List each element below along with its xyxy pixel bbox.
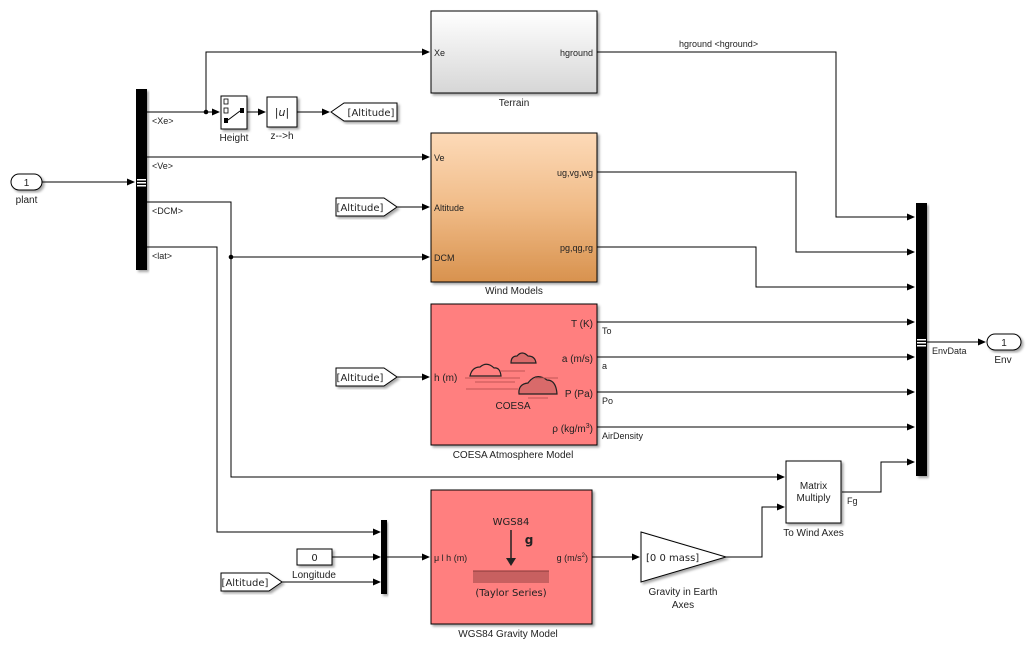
terrain-port-xe: Xe	[434, 48, 445, 58]
coesa-port-a: a (m/s)	[562, 354, 593, 365]
outport-number: 1	[1001, 338, 1007, 349]
matmul-line1: Matrix	[800, 481, 827, 492]
wire-dcm[interactable]	[147, 201, 785, 481]
switch-icon	[223, 98, 244, 123]
signal-labels: <Xe> <Ve> <DCM> <lat> hground <hground> …	[152, 39, 967, 506]
bus-signal-lat: <lat>	[152, 251, 172, 261]
from-tag: [Altitude]	[337, 203, 384, 214]
bus-signal-xe: <Xe>	[152, 116, 174, 126]
coesa-port-t: T (K)	[571, 319, 593, 330]
inport-number: 1	[24, 178, 30, 189]
signal-label-po: Po	[602, 396, 613, 406]
wgs84-port-out: g (m/s2)	[557, 553, 588, 563]
terrain-name: Terrain	[499, 98, 530, 109]
coesa-port-p: P (Pa)	[565, 389, 593, 400]
gain-value: [0 0 mass]	[646, 553, 699, 564]
wires	[42, 48, 986, 586]
arrow-down-icon	[506, 530, 516, 566]
terrain-port-hground: hground	[560, 48, 593, 58]
goto-altitude[interactable]: [Altitude]	[330, 102, 398, 122]
longitude-name: Longitude	[292, 570, 336, 581]
wire-lat-to-mux[interactable]	[147, 246, 381, 536]
bus-signal-ve: <Ve>	[152, 161, 173, 171]
signal-label-airdensity: AirDensity	[602, 431, 644, 441]
coesa-port-rho: ρ (kg/m3)	[552, 423, 593, 435]
from-altitude-coesa[interactable]: [Altitude]	[335, 367, 398, 387]
branch-point	[228, 254, 234, 260]
mux-block[interactable]	[381, 520, 387, 594]
goto-tag: [Altitude]	[348, 108, 395, 119]
coesa-block[interactable]: COESA h (m) T (K) a (m/s) P (Pa) ρ (kg/m…	[430, 303, 598, 461]
inport-name: plant	[16, 195, 38, 206]
inport-plant[interactable]: 1 plant	[10, 173, 43, 206]
wire-ug[interactable]	[597, 171, 915, 256]
wire-fg[interactable]	[842, 458, 915, 493]
gravity-gain-block[interactable]: [0 0 mass] Gravity in Earth Axes	[640, 531, 728, 611]
abs-name: z-->h	[270, 131, 293, 142]
wgs84-port-in: μ l h (m)	[434, 553, 467, 563]
bus-creator[interactable]	[916, 203, 927, 476]
wgs84-block[interactable]: WGS84 g (Taylor Series) μ l h (m) g (m/s…	[430, 489, 593, 640]
signal-label-to: To	[602, 326, 612, 336]
matmul-line2: Multiply	[797, 493, 831, 504]
height-switch-name: Height	[220, 133, 249, 144]
wind-port-ug: ug,vg,wg	[557, 168, 593, 178]
height-switch-block[interactable]: Height	[220, 95, 249, 144]
from-altitude-grav[interactable]: [Altitude]	[220, 572, 283, 592]
from-altitude-wind[interactable]: [Altitude]	[335, 197, 398, 217]
wgs84-bar	[473, 571, 549, 583]
wire-gain-to-matmul[interactable]	[726, 503, 785, 558]
outport-name: Env	[994, 355, 1011, 366]
wgs84-icon-g: g	[525, 533, 534, 547]
wire-pg[interactable]	[597, 246, 915, 291]
matrix-multiply-block[interactable]: Matrix Multiply To Wind Axes	[783, 460, 844, 539]
wgs84-icon-title: WGS84	[493, 517, 530, 528]
signal-label-hground: hground <hground>	[679, 39, 758, 49]
wgs84-name: WGS84 Gravity Model	[458, 629, 557, 640]
signal-label-fg: Fg	[847, 496, 858, 506]
abs-glyph: |u|	[275, 106, 289, 119]
wgs84-icon-subtitle: (Taylor Series)	[475, 588, 546, 599]
signal-label-envdata: EnvData	[932, 346, 967, 356]
bus-signal-dcm: <DCM>	[152, 206, 183, 216]
coesa-icon-label: COESA	[495, 401, 530, 412]
longitude-value: 0	[311, 553, 317, 564]
abs-block[interactable]: |u| z-->h	[266, 96, 298, 142]
bus-selector[interactable]	[136, 89, 147, 270]
branch-point	[203, 109, 209, 115]
wind-port-altitude: Altitude	[434, 203, 464, 213]
coesa-name: COESA Atmosphere Model	[453, 450, 574, 461]
wind-port-dcm: DCM	[434, 253, 455, 263]
gain-name-line1: Gravity in Earth	[649, 587, 718, 598]
wind-port-ve: Ve	[434, 153, 445, 163]
longitude-constant[interactable]: 0 Longitude	[292, 548, 336, 581]
outport-env[interactable]: 1 Env	[986, 333, 1022, 366]
terrain-block[interactable]: Xe hground Terrain	[430, 10, 598, 109]
wire-hground[interactable]	[597, 51, 915, 221]
coesa-port-h: h (m)	[434, 373, 457, 384]
gain-name-line2: Axes	[672, 600, 694, 611]
wind-port-pg: pg,qg,rg	[560, 243, 593, 253]
wind-models-block[interactable]: Ve Altitude DCM ug,vg,wg pg,qg,rg Wind M…	[430, 132, 598, 297]
signal-label-a: a	[602, 361, 607, 371]
clouds-icon	[465, 352, 558, 399]
wind-models-name: Wind Models	[485, 286, 543, 297]
from-tag: [Altitude]	[222, 578, 269, 589]
wire-xe-to-terrain[interactable]	[205, 48, 430, 112]
matmul-name: To Wind Axes	[783, 528, 844, 539]
from-tag: [Altitude]	[337, 373, 384, 384]
